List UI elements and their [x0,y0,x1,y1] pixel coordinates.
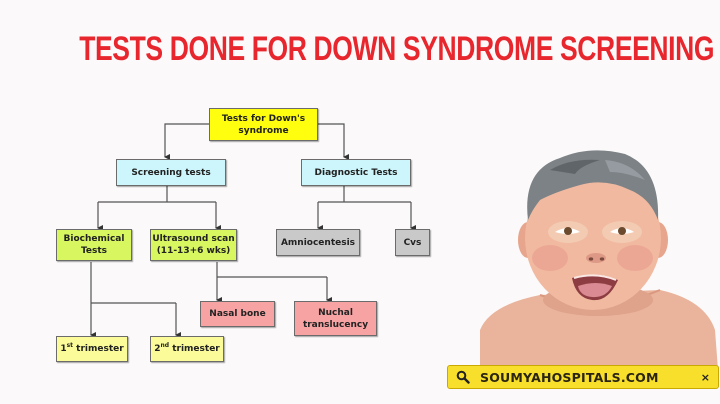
node-label: Diagnostic Tests [314,167,398,178]
node-label: Amniocentesis [280,237,356,248]
ordinal-suffix: nd [160,342,170,349]
node-diagnostic-tests: Diagnostic Tests [301,159,411,186]
node-second-trimester: 2nd trimester [150,336,224,362]
page-title: TESTS DONE FOR DOWN SYNDROME SCREENING [79,30,715,68]
node-screening-tests: Screening tests [116,159,226,186]
trimester-text: trimester [169,344,220,354]
node-label: 1st trimester [60,343,123,355]
ordinal-number: 1 [60,344,67,354]
node-nasal-bone: Nasal bone [200,301,275,327]
node-label: 2nd trimester [154,343,220,355]
search-icon[interactable] [456,370,476,384]
node-amniocentesis: Amniocentesis [276,229,360,256]
node-label: Nuchal [318,307,353,318]
node-ultrasound-scan: Ultrasound scan (11-13+6 wks) [150,229,237,261]
node-biochemical-tests: Biochemical Tests [56,229,132,261]
site-search-bar[interactable]: SOUMYAHOSPITALS.COM × [447,365,719,389]
node-label: Tests for Down's [221,113,306,124]
site-url-text[interactable]: SOUMYAHOSPITALS.COM [480,369,659,385]
node-label: Nasal bone [209,309,266,319]
node-nuchal-translucency: Nuchal translucency [294,301,377,336]
node-label: Ultrasound scan [152,234,235,244]
node-tests-for-downs-syndrome: Tests for Down's syndrome [209,108,318,141]
node-label: Cvs [403,237,422,248]
node-label: (11-13+6 wks) [156,246,231,256]
node-label: syndrome [238,125,289,136]
ordinal-number: 2 [154,344,161,354]
node-label: Tests [80,246,108,256]
node-label: Biochemical [63,234,125,244]
node-first-trimester: 1st trimester [56,336,128,362]
baby-illustration [480,150,718,370]
node-cvs: Cvs [395,229,430,256]
ordinal-suffix: st [66,342,74,349]
close-icon[interactable]: × [700,370,710,384]
trimester-text: trimester [73,344,124,354]
node-label: Screening tests [131,167,211,178]
node-label: translucency [302,319,369,330]
